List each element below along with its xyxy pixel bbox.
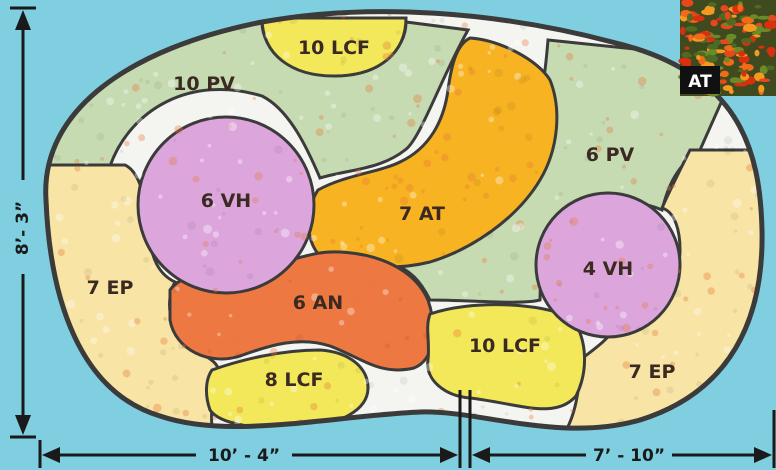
- region-lcf-top: [260, 16, 408, 78]
- region-vh-right: [534, 191, 682, 339]
- region-lcf-bottom-left: [205, 348, 370, 429]
- height-label: 8’- 3”: [13, 201, 33, 255]
- label-lcf-bottom-mid: 10 LCF: [469, 335, 541, 357]
- at-photo-thumbnail: AT: [677, 0, 776, 97]
- label-an: 6 AN: [293, 292, 343, 314]
- thumbnail-label: AT: [688, 72, 712, 92]
- label-ep-right: 7 EP: [629, 361, 676, 383]
- label-vh-right: 4 VH: [583, 258, 633, 280]
- label-vh-left: 6 VH: [201, 190, 251, 212]
- label-ep-left: 7 EP: [87, 277, 134, 299]
- region-vh-left: [136, 115, 316, 295]
- width-right-label: 7’ - 10”: [593, 446, 665, 466]
- label-at: 7 AT: [399, 203, 445, 225]
- bed-border: [43, 9, 765, 431]
- label-lcf-bottom-left: 8 LCF: [265, 369, 324, 391]
- width-left-label: 10’ - 4”: [208, 446, 280, 466]
- label-pv-right: 6 PV: [586, 144, 635, 166]
- label-lcf-top: 10 LCF: [298, 37, 370, 59]
- region-lcf-bottom-mid: [426, 303, 586, 411]
- label-pv-left: 10 PV: [173, 73, 235, 95]
